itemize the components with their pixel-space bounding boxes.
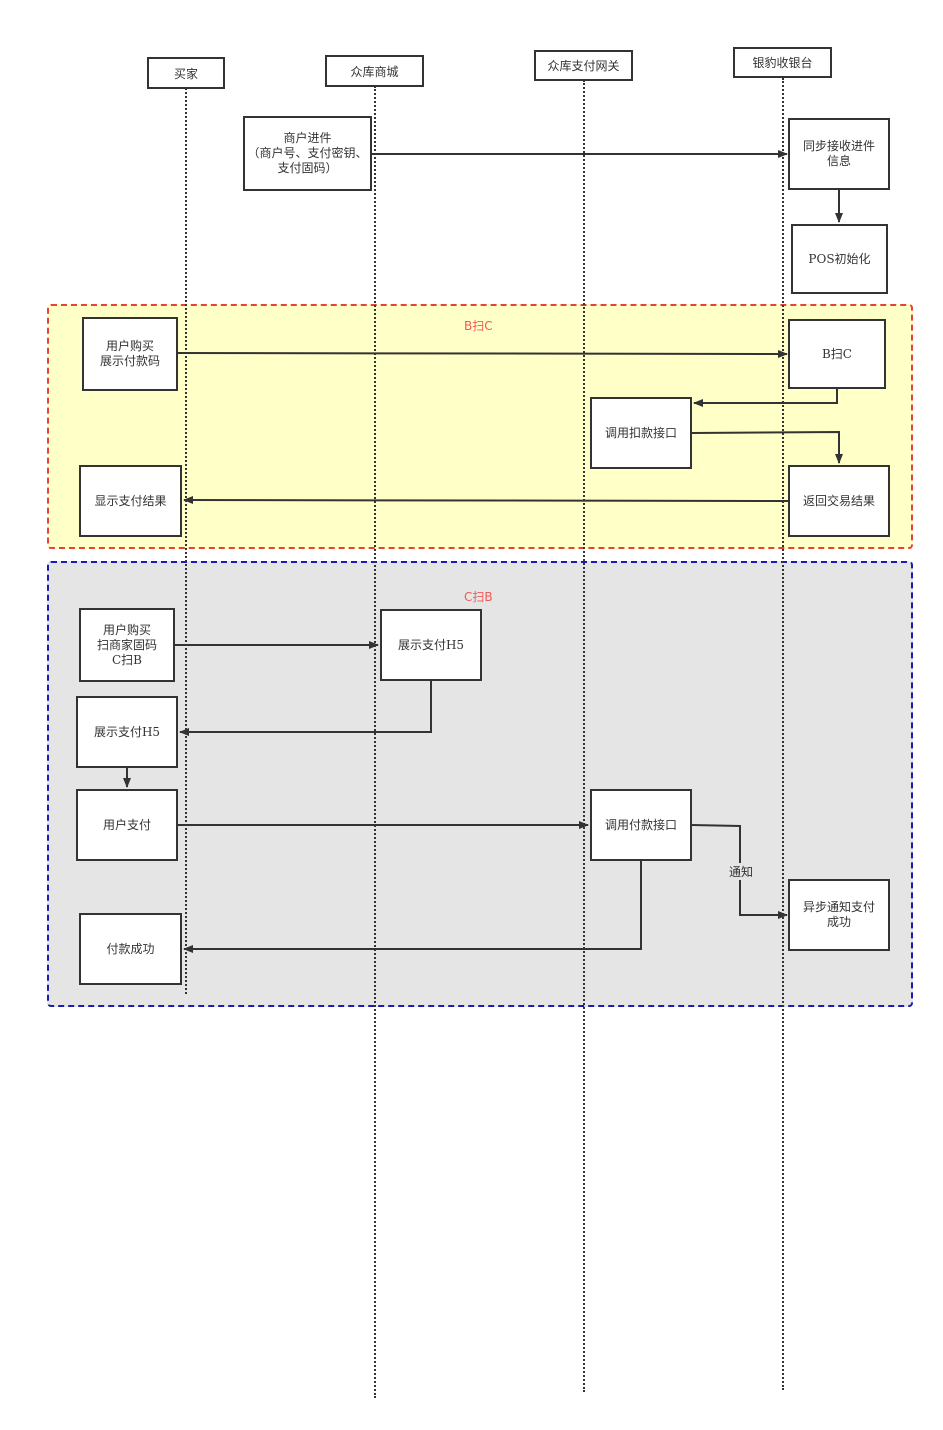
actor-cashier[interactable]: 银豹收银台 (733, 47, 832, 78)
region-b-scan-c: B扫C (47, 304, 913, 549)
box-b2c-scan[interactable]: B扫C (788, 319, 886, 389)
box-show-h5-mall[interactable]: 展示支付H5 (380, 609, 482, 681)
lifeline-cashier (782, 78, 784, 1390)
box-b2c-user-buy[interactable]: 用户购买 展示付款码 (82, 317, 178, 391)
box-pos-init[interactable]: POS初始化 (791, 224, 888, 294)
edge-label-notify: 通知 (727, 863, 756, 880)
lifeline-gateway (583, 80, 585, 1392)
box-user-pay[interactable]: 用户支付 (76, 789, 178, 861)
actor-buyer[interactable]: 买家 (147, 57, 225, 89)
box-show-pay-result[interactable]: 显示支付结果 (79, 465, 182, 537)
actor-mall[interactable]: 众库商城 (325, 55, 424, 87)
actor-gateway[interactable]: 众库支付网关 (534, 50, 633, 81)
lifeline-mall (374, 86, 376, 1398)
box-c2b-user-buy[interactable]: 用户购买 扫商家固码 C扫B (79, 608, 175, 682)
region-title-c-scan-b: C扫B (464, 590, 493, 604)
region-title-b-scan-c: B扫C (464, 319, 493, 333)
box-pay-success[interactable]: 付款成功 (79, 913, 182, 985)
box-return-trade-result[interactable]: 返回交易结果 (788, 465, 890, 537)
box-sync-receive-info[interactable]: 同步接收进件 信息 (788, 118, 890, 190)
box-show-h5-buyer[interactable]: 展示支付H5 (76, 696, 178, 768)
box-call-pay-api[interactable]: 调用付款接口 (590, 789, 692, 861)
lifeline-buyer (185, 88, 187, 994)
box-async-notify-success[interactable]: 异步通知支付 成功 (788, 879, 890, 951)
box-merchant-onboard[interactable]: 商户进件 （商户号、支付密钥、支付固码） (243, 116, 372, 191)
box-call-deduct-api[interactable]: 调用扣款接口 (590, 397, 692, 469)
